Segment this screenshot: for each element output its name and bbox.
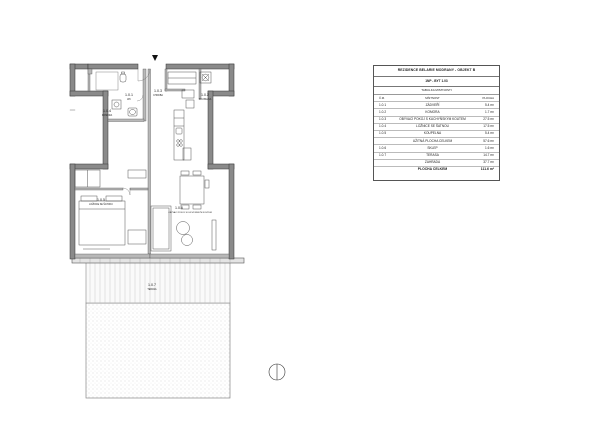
table-row: 1.0.2 KOMORA 1.7 m²: [374, 109, 499, 117]
bedroom-furniture: [74, 169, 147, 250]
wc-fixtures: [95, 71, 138, 117]
table-caption: TABULKA MISTNOSTI: [374, 87, 499, 95]
table-subtotal-row: UŽITNÁ PLOCHA CELKEM 57.6 m²: [374, 138, 499, 146]
header-room: MÍSTNOST: [425, 95, 440, 100]
room-schedule-table: REZIDENCE BELARIE MODRANY - OBJEKT B 1NP…: [373, 65, 500, 181]
living-furniture: [150, 205, 217, 252]
table-row: 1.0.1 ZÁDVEŘÍ 5.4 m²: [374, 102, 499, 110]
terrace: [85, 261, 231, 304]
table-subtitle: 1NP - BYT 1.03: [374, 77, 499, 87]
room-2-code: 1.0.2: [201, 93, 209, 97]
room-7-name: TERASA: [147, 288, 157, 291]
room-5-name: LOŽNICE SE ŠATNOU: [89, 203, 113, 206]
table-total-row: PLOCHA CELKEM 111.6 m²: [417, 167, 494, 172]
table-row: 1.0.5 KOUPELNA 5.4 m²: [374, 131, 499, 139]
table-row: 1.0.4 LOŽNICE SE ŠATNOU 17.5 m²: [374, 124, 499, 131]
terrace-edge: [71, 257, 245, 264]
room-3-name: CHODBA: [153, 94, 163, 97]
header-num: Č.M.: [379, 95, 385, 100]
table-row: 1.0.3 OBÝVACÍ POKOJ S KUCHYŇSKÝM KOUTEM …: [374, 117, 499, 124]
room-2-name: KOUPELNA: [199, 98, 212, 101]
table-row: 1.0.6 SKLEP 1.6 m²: [374, 145, 499, 153]
room-6-code: 1.0.6: [175, 206, 183, 210]
garden: [85, 302, 231, 399]
room-3-code: 1.0.3: [154, 89, 162, 93]
partitions: [74, 68, 230, 259]
dining-table: [179, 170, 210, 210]
table-row: ZAHRADA 37.7 m²: [374, 160, 499, 167]
room-6-name: OBÝVACÍ POKOJ S KUCHYŇSKÝM KOUTEM: [168, 211, 212, 214]
room-1-code: 1.0.1: [125, 93, 133, 97]
entrance-arrow-icon: [152, 55, 158, 61]
table-row: 1.0.7 TERASA 14.7 m²: [374, 153, 499, 160]
outer-walls: [69, 63, 235, 260]
kitchen: [173, 89, 195, 161]
table-header-row: Č.M. MÍSTNOST PLOCHA: [374, 95, 499, 103]
room-5-code: 1.0.5: [97, 198, 105, 202]
header-area: PLOCHA: [482, 95, 494, 100]
doors: [122, 68, 151, 196]
table-title: REZIDENCE BELARIE MODRANY - OBJEKT B: [374, 66, 499, 77]
storage-fixtures: [167, 71, 212, 85]
north-arrow-icon: [268, 363, 286, 381]
room-7-code: 1.0.7: [148, 283, 156, 287]
room-1-name: WC: [127, 99, 131, 101]
room-4-name: KOMORA: [102, 114, 113, 117]
room-4-code: 1.0.4: [103, 109, 111, 113]
